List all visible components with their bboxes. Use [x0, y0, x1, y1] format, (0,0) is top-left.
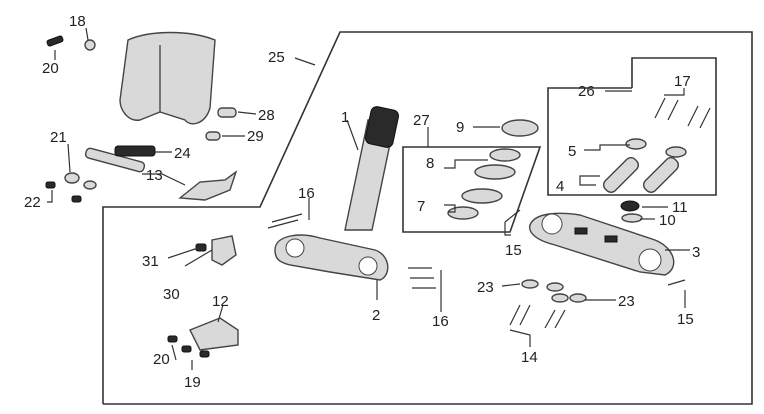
upper-clamp-hole-left	[541, 213, 563, 235]
race-7	[461, 188, 503, 204]
callout-20-bottom: 20	[153, 351, 170, 368]
assembly-25-frame	[102, 31, 753, 405]
callout-2: 2	[372, 307, 380, 324]
bracket-30	[211, 235, 237, 266]
callout-7: 7	[417, 198, 425, 215]
callout-14: 14	[521, 349, 538, 366]
callout-10: 10	[659, 212, 676, 229]
lower-clamp-hole-left	[285, 238, 305, 258]
callout-16-left: 16	[298, 185, 315, 202]
callout-17: 17	[674, 73, 691, 90]
bolt-19a	[181, 345, 192, 353]
callout-labels: 1 2 3 4 5 7 8 9 10 11 12 13 14 15 15 16 …	[24, 13, 700, 391]
steering-stem-thread	[364, 106, 400, 148]
group-26-frame	[547, 57, 717, 196]
callout-5: 5	[568, 143, 576, 160]
dust-seal-9	[501, 119, 539, 137]
clip-24	[114, 145, 156, 157]
bolt-22a	[45, 181, 56, 189]
callout-15-left: 15	[505, 242, 522, 259]
callout-9: 9	[456, 119, 464, 136]
bolt-20-bottom	[167, 335, 178, 343]
callout-25: 25	[268, 49, 285, 66]
washer-21b	[83, 180, 97, 190]
washer-23c	[551, 293, 569, 303]
bracket-12	[189, 317, 239, 351]
stem-nut-11	[620, 200, 640, 212]
callout-29: 29	[247, 128, 264, 145]
bolt-14c	[544, 309, 556, 329]
bolt-31	[195, 243, 207, 252]
callout-23-left: 23	[477, 279, 494, 296]
bolt-22b	[71, 195, 82, 203]
callout-16-right: 16	[432, 313, 449, 330]
leader-lines	[47, 27, 690, 370]
callout-23-right: 23	[618, 293, 635, 310]
callout-26: 26	[578, 83, 595, 100]
upper-clamp-hole-right	[638, 248, 662, 272]
bearing-7	[447, 206, 479, 220]
callout-8: 8	[426, 155, 434, 172]
spacer-29	[205, 131, 221, 141]
bolt-15a	[504, 209, 521, 223]
bar-clamp-4b	[642, 156, 680, 194]
washer-21	[64, 172, 80, 184]
callout-30: 30	[163, 286, 180, 303]
callout-24: 24	[174, 145, 191, 162]
callout-4: 4	[556, 178, 564, 195]
callout-11: 11	[672, 199, 688, 216]
clamp-slot-a	[574, 227, 588, 235]
nut-18	[84, 39, 96, 51]
bolt-16b	[271, 213, 303, 223]
callout-3: 3	[692, 244, 700, 261]
washer-23b	[546, 282, 564, 292]
spacer-28	[217, 107, 237, 118]
callout-19: 19	[184, 374, 201, 391]
bolt-15b	[667, 279, 686, 286]
bolt-14d	[554, 309, 566, 329]
front-number-plate	[178, 170, 238, 201]
bearing-8-top	[489, 148, 521, 162]
clamp-bush-5a	[625, 138, 647, 150]
bolt-17d	[699, 107, 711, 129]
bolt-17a	[654, 97, 666, 119]
callout-20-top: 20	[42, 60, 59, 77]
bolt-20-top	[46, 35, 64, 47]
bolt-19b	[199, 350, 210, 358]
washer-23d	[569, 293, 587, 303]
callout-31: 31	[142, 253, 159, 270]
race-8	[474, 164, 516, 180]
headlight-cover	[119, 31, 216, 125]
group-27-frame	[402, 146, 542, 233]
bolt-14a	[509, 304, 521, 326]
bar-clamp-4a	[602, 156, 640, 194]
callout-15-right: 15	[677, 311, 694, 328]
bolt-16a	[267, 219, 299, 229]
bolt-17b	[667, 99, 679, 121]
washer-10	[621, 213, 643, 223]
clamp-bush-5b	[665, 146, 687, 158]
callout-13: 13	[146, 167, 163, 184]
lower-clamp-hole-right	[358, 256, 378, 276]
clamp-slot-b	[604, 235, 618, 243]
callout-21: 21	[50, 129, 67, 146]
callout-12: 12	[212, 293, 229, 310]
callout-18: 18	[69, 13, 86, 30]
bolt-17c	[687, 105, 699, 127]
callout-1: 1	[341, 109, 349, 126]
bolt-14b	[519, 304, 531, 326]
callout-22: 22	[24, 194, 41, 211]
washer-23a	[521, 279, 539, 289]
callout-27: 27	[413, 112, 430, 129]
callout-28: 28	[258, 107, 275, 124]
